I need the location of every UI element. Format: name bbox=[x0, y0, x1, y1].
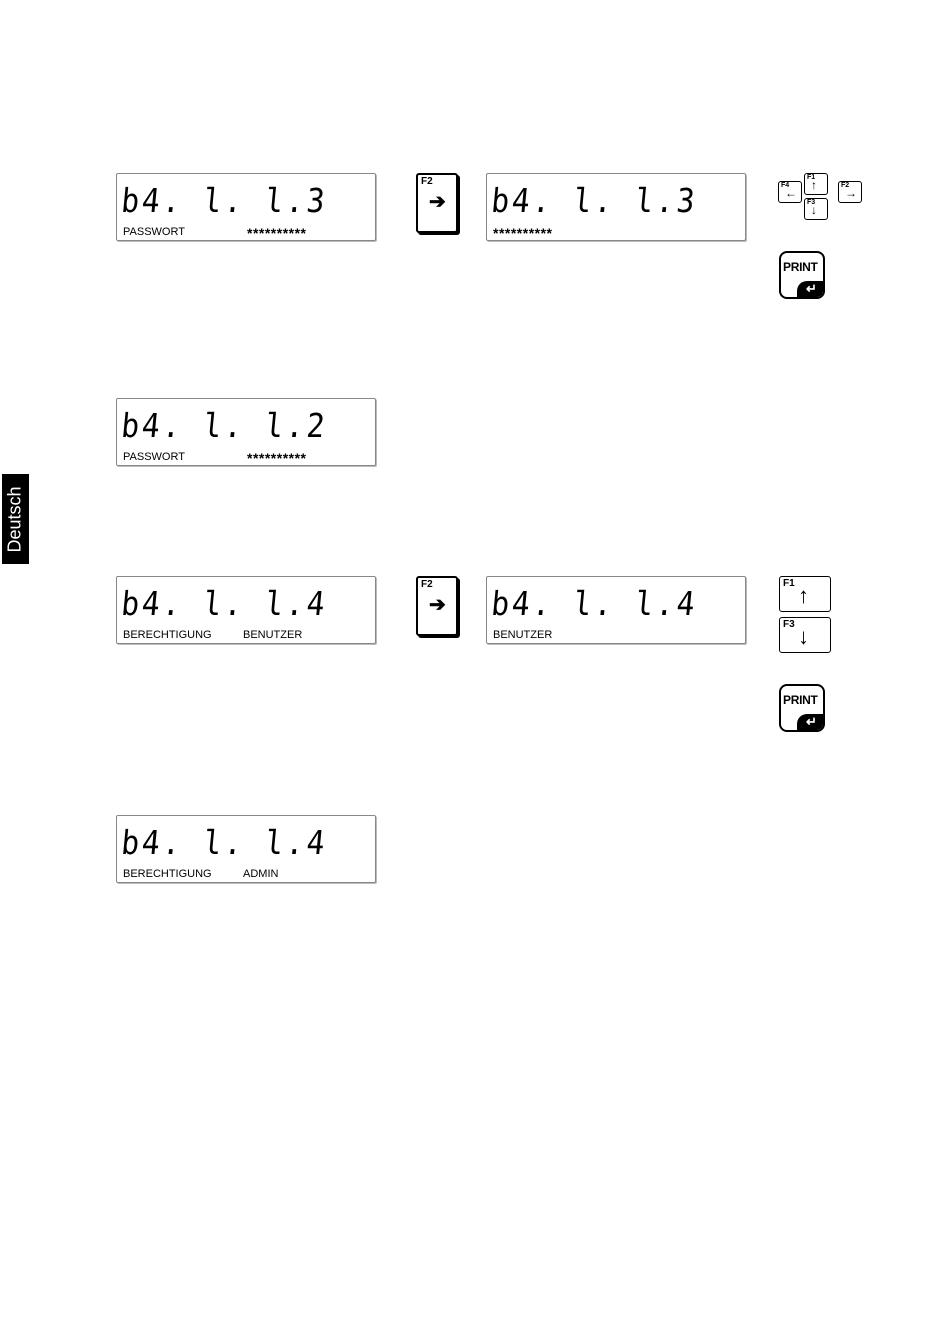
display-password-1: b4. l. l.3 PASSWORT ********** bbox=[116, 173, 376, 241]
display-code: b4. l. l.3 bbox=[120, 184, 329, 217]
language-tab-label: Deutsch bbox=[5, 486, 26, 552]
arrow-right-icon: → bbox=[845, 186, 857, 200]
display-password-3: b4. l. l.2 PASSWORT ********** bbox=[116, 398, 376, 466]
f2-key-label: F2 bbox=[421, 176, 433, 187]
arrow-down-icon: ↓ bbox=[798, 624, 809, 650]
display-code: b4. l. l.4 bbox=[120, 587, 329, 620]
f4-left-key[interactable]: F4 ← bbox=[778, 181, 802, 203]
display-label: PASSWORT bbox=[123, 226, 185, 238]
display-code: b4. l. l.4 bbox=[120, 826, 329, 859]
f2-key-label: F2 bbox=[421, 579, 433, 590]
display-label: BENUTZER bbox=[493, 629, 552, 641]
display-code: b4. l. l.4 bbox=[490, 587, 699, 620]
arrow-left-icon: ← bbox=[785, 186, 797, 200]
display-code: b4. l. l.2 bbox=[120, 409, 329, 442]
display-value: ADMIN bbox=[243, 868, 278, 880]
f1-up-key[interactable]: F1 ↑ bbox=[779, 576, 831, 612]
display-permission-1: b4. l. l.4 BERECHTIGUNG BENUTZER bbox=[116, 576, 376, 644]
print-key[interactable]: PRINT ↵ bbox=[779, 684, 825, 732]
f2-right-key[interactable]: F2 ➔ bbox=[416, 576, 458, 636]
arrow-right-icon: ➔ bbox=[429, 592, 446, 617]
f3-down-key[interactable]: F3 ↓ bbox=[804, 198, 828, 220]
print-key-label: PRINT bbox=[783, 260, 818, 274]
enter-icon: ↵ bbox=[806, 281, 817, 297]
arrow-up-icon: ↑ bbox=[811, 178, 817, 192]
display-code: b4. l. l.3 bbox=[490, 184, 699, 217]
print-key-label: PRINT bbox=[783, 693, 818, 707]
display-label: PASSWORT bbox=[123, 451, 185, 463]
arrow-down-icon: ↓ bbox=[811, 203, 817, 217]
f3-key-label: F3 bbox=[783, 619, 795, 630]
display-permission-2: b4. l. l.4 BENUTZER bbox=[486, 576, 746, 644]
display-password-mask: ********** bbox=[247, 451, 306, 465]
display-label: BERECHTIGUNG bbox=[123, 629, 212, 641]
display-password-mask: ********** bbox=[247, 226, 306, 240]
display-label: BERECHTIGUNG bbox=[123, 868, 212, 880]
arrow-up-icon: ↑ bbox=[798, 583, 809, 609]
f2-right-key[interactable]: F2 ➔ bbox=[416, 173, 458, 233]
f3-down-key[interactable]: F3 ↓ bbox=[779, 617, 831, 653]
f2-right-key-small[interactable]: F2 → bbox=[838, 181, 862, 203]
enter-icon: ↵ bbox=[806, 714, 817, 730]
print-key[interactable]: PRINT ↵ bbox=[779, 251, 825, 299]
display-value: BENUTZER bbox=[243, 629, 302, 641]
arrow-right-icon: ➔ bbox=[429, 189, 446, 214]
language-tab: Deutsch bbox=[2, 474, 29, 564]
display-password-mask: ********** bbox=[493, 226, 552, 240]
f1-key-label: F1 bbox=[783, 578, 795, 589]
display-permission-3: b4. l. l.4 BERECHTIGUNG ADMIN bbox=[116, 815, 376, 883]
f1-up-key[interactable]: F1 ↑ bbox=[804, 173, 828, 195]
display-password-2: b4. l. l.3 ********** bbox=[486, 173, 746, 241]
